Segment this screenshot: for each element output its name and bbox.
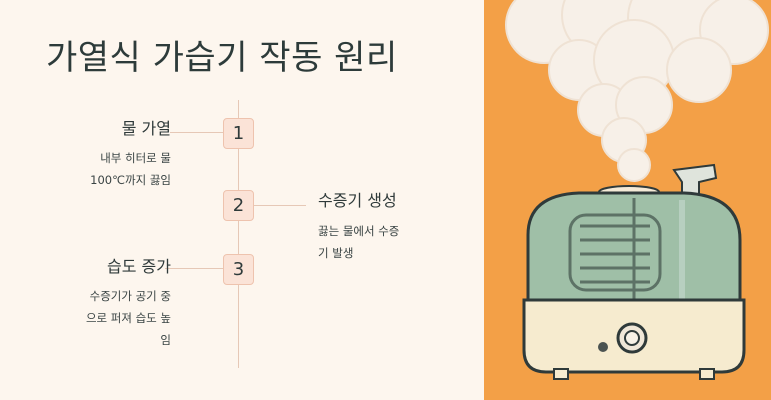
step-2-title: 수증기 생성: [318, 191, 397, 210]
step-2-badge: 2: [223, 190, 254, 221]
step-3-title: 습도 증가: [107, 257, 171, 276]
step-1-connector: [170, 132, 223, 133]
step-3-badge: 3: [223, 254, 254, 285]
step-1-badge: 1: [223, 118, 254, 149]
humidifier-drawing: [484, 0, 771, 400]
step-2-description-line: 기 발생: [318, 246, 354, 260]
step-2-description: 끓는 물에서 수증 기 발생: [318, 220, 468, 264]
step-2-connector: [254, 205, 306, 206]
step-3-description: 수증기가 공기 중 으로 퍼져 습도 높 임: [21, 285, 171, 351]
steam-cloud: [505, 0, 769, 182]
step-1-description: 내부 히터로 물 100℃까지 끓임: [21, 147, 171, 191]
content-area: 가열식 가습기 작동 원리 1 물 가열 내부 히터로 물 100℃까지 끓임 …: [21, 38, 468, 368]
step-1-description-line: 내부 히터로 물: [100, 151, 171, 165]
step-3-description-line: 임: [160, 333, 171, 347]
step-1-title: 물 가열: [121, 119, 171, 138]
step-3-description-line: 으로 퍼져 습도 높: [85, 311, 171, 325]
step-3-description-line: 수증기가 공기 중: [89, 289, 171, 303]
humidifier-illustration: [484, 0, 771, 400]
page-title: 가열식 가습기 작동 원리: [46, 38, 398, 78]
timeline-line: [238, 100, 239, 368]
step-3-connector: [165, 268, 223, 269]
step-1-description-line: 100℃까지 끓임: [90, 173, 171, 187]
power-light: [598, 342, 608, 352]
step-2-description-line: 끓는 물에서 수증: [318, 224, 400, 238]
heater-coil: [568, 213, 662, 292]
